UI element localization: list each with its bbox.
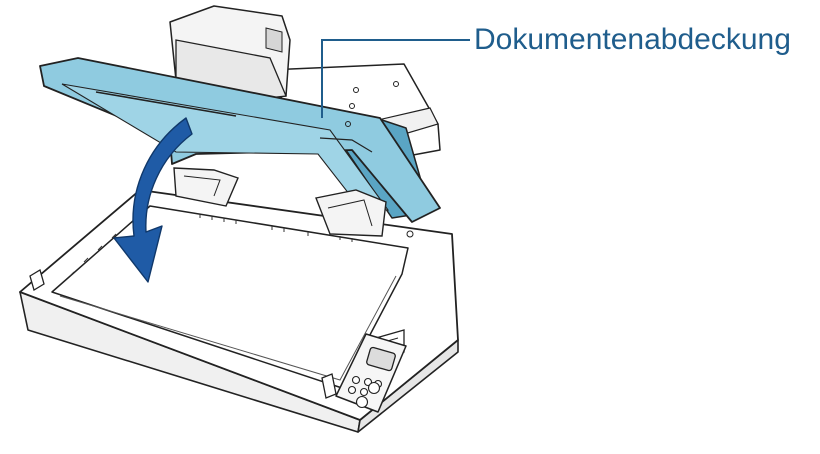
scanner-base xyxy=(19,189,459,433)
callout-leader-line xyxy=(321,39,470,118)
tray-screw-1 xyxy=(353,87,359,93)
left-hinge xyxy=(173,167,239,207)
curved-down-arrow-icon xyxy=(113,117,193,283)
left-hinge-detail xyxy=(183,175,221,197)
right-hinge xyxy=(315,189,387,237)
left-hinge-knob xyxy=(29,269,45,291)
control-panel-display xyxy=(366,346,396,372)
tray-screw-3 xyxy=(349,103,355,109)
cover-screw xyxy=(345,121,351,127)
front-right-clamp xyxy=(321,373,337,399)
control-panel-buttons xyxy=(347,375,383,409)
callout-label-document-cover: Dokumentenabdeckung xyxy=(474,23,791,56)
ruler-marks-left xyxy=(69,233,117,277)
glass-inner-edge xyxy=(59,275,397,381)
back-unit-panel xyxy=(265,27,283,53)
cover-edge-line xyxy=(319,137,373,153)
ruler-marks-top xyxy=(199,214,353,242)
right-hinge-detail xyxy=(327,199,373,227)
cover-handle xyxy=(95,91,237,117)
tray-screw-2 xyxy=(393,81,399,87)
document-cover xyxy=(39,57,441,237)
base-screw xyxy=(406,230,414,238)
